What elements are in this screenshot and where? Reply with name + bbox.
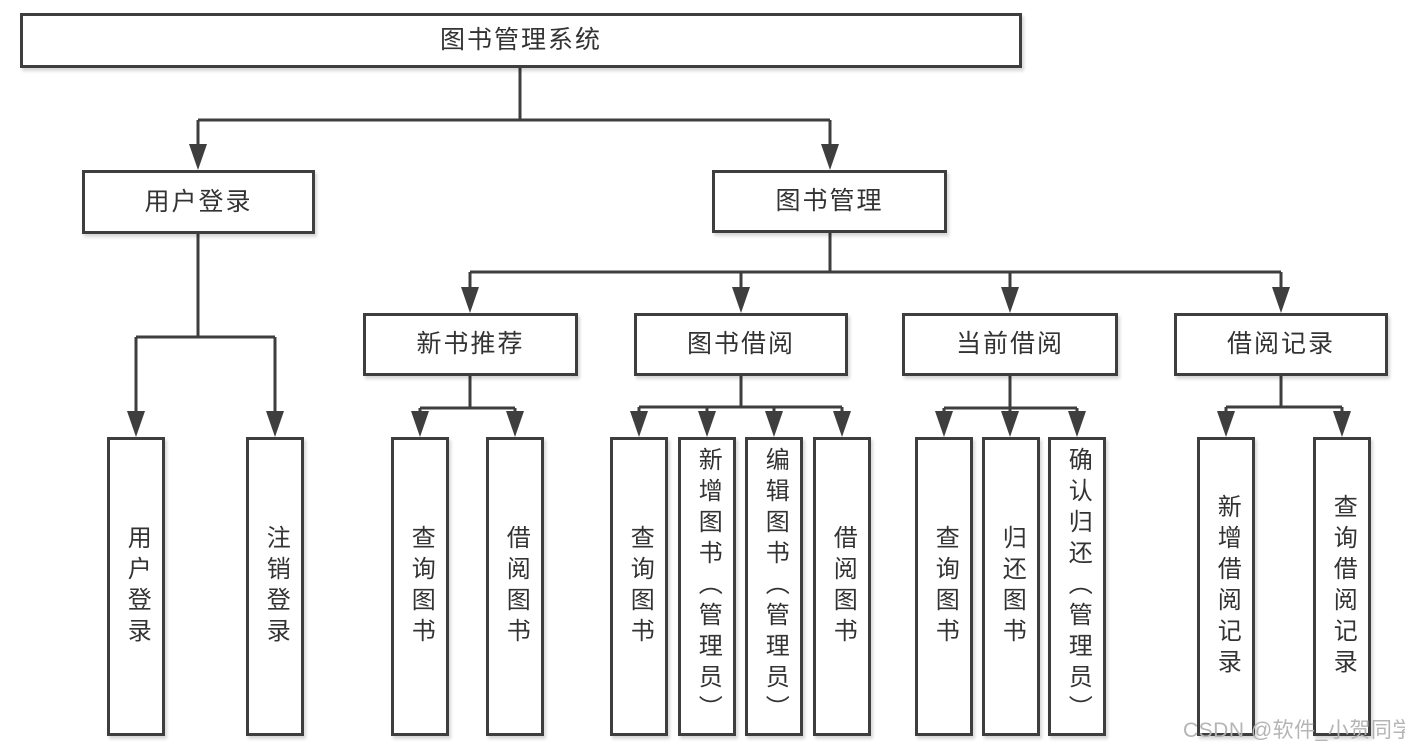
node-label: 用户登录	[123, 524, 151, 649]
node-current-borrow: 当前借阅	[902, 313, 1118, 376]
leaf-current-confirm-return-admin: 确认归还（管理员）	[1048, 437, 1106, 736]
leaf-borrow-borrow-books: 借阅图书	[813, 437, 871, 736]
node-label: 图书管理	[775, 187, 884, 215]
node-label: 借阅图书	[502, 524, 530, 649]
node-label: 归还图书	[998, 524, 1026, 649]
leaf-borrow-query-books: 查询图书	[610, 437, 668, 736]
leaf-user-login: 用户登录	[107, 437, 165, 736]
leaf-current-query-books: 查询图书	[915, 437, 973, 736]
leaf-current-return-books: 归还图书	[982, 437, 1040, 736]
node-book-management: 图书管理	[712, 170, 947, 233]
node-label: 新增图书（管理员）	[694, 447, 722, 726]
node-label: 查询图书	[407, 524, 435, 649]
leaf-recommend-query-books: 查询图书	[391, 437, 449, 736]
leaf-borrow-edit-books-admin: 编辑图书（管理员）	[745, 437, 803, 736]
node-label: 查询借阅记录	[1329, 493, 1357, 680]
node-root: 图书管理系统	[20, 13, 1022, 68]
node-label: 当前借阅	[955, 330, 1064, 358]
node-label: 编辑图书（管理员）	[761, 447, 789, 726]
node-label: 图书借阅	[686, 330, 795, 358]
leaf-records-query-record: 查询借阅记录	[1313, 437, 1371, 736]
node-label: 查询图书	[931, 524, 959, 649]
node-label: 查询图书	[626, 524, 654, 649]
node-borrow-records: 借阅记录	[1174, 313, 1388, 376]
watermark: CSDN @软件_小贺同学	[1183, 719, 1405, 742]
node-label: 确认归还（管理员）	[1064, 447, 1092, 726]
node-new-book-recommend: 新书推荐	[363, 313, 578, 376]
node-book-borrow: 图书借阅	[634, 313, 848, 376]
leaf-records-add-record: 新增借阅记录	[1197, 437, 1255, 736]
leaf-borrow-add-books-admin: 新增图书（管理员）	[678, 437, 736, 736]
node-label: 图书管理系统	[439, 26, 602, 54]
node-label: 注销登录	[262, 524, 290, 649]
node-label: 借阅记录	[1226, 330, 1335, 358]
node-label: 借阅图书	[829, 524, 857, 649]
leaf-logout: 注销登录	[246, 437, 304, 736]
node-label: 新书推荐	[416, 330, 525, 358]
node-label: 新增借阅记录	[1213, 493, 1241, 680]
leaf-recommend-borrow-books: 借阅图书	[486, 437, 544, 736]
node-label: 用户登录	[144, 187, 253, 216]
node-user-login: 用户登录	[82, 170, 315, 234]
